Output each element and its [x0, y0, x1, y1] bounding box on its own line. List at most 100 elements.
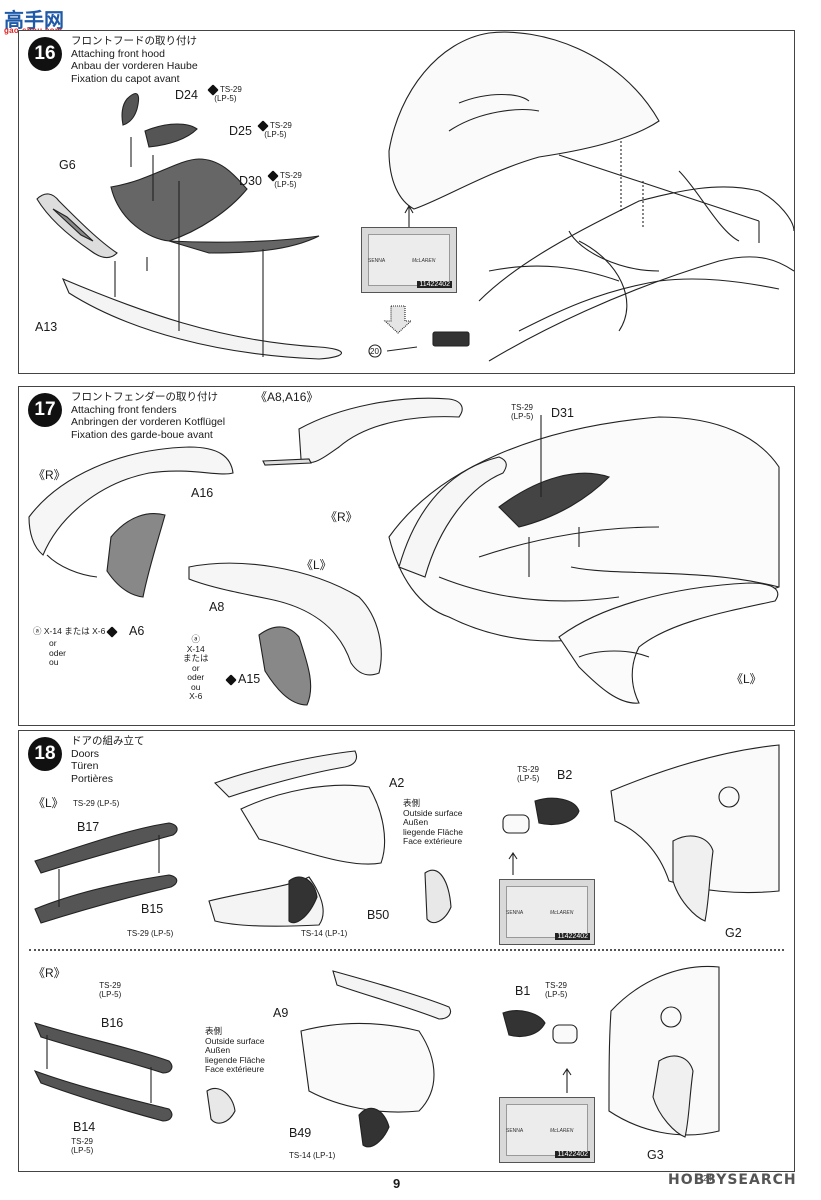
sprue-reference: 《A8,A16》 [255, 390, 319, 404]
paint-d31: TS-29(LP-5) [511, 403, 534, 421]
part-a2-shape [240, 784, 386, 865]
paint-dot-icon [225, 674, 237, 686]
outside-surface-note: 表側 Outside surface Außen liegende Fläche… [403, 798, 464, 846]
paint-b16: TS-29(LP-5) [99, 981, 122, 999]
decal-sheet: SENNA McLAREN 11422402 [361, 227, 457, 293]
decal-sheet-r: SENNA McLAREN 11422402 [499, 1097, 595, 1163]
part-b1-shape [502, 1010, 546, 1038]
label-a13: A13 [35, 320, 58, 334]
label-b1: B1 [515, 984, 531, 998]
step-title: フロントフードの取り付け Attaching front hood Anbau … [71, 35, 198, 85]
part-a6-shape [106, 513, 166, 598]
label-b15: B15 [141, 902, 164, 916]
label-d31: D31 [551, 406, 574, 420]
paint-b49: TS-14 (LP-1) [289, 1151, 336, 1160]
ref-step-20: 20 [370, 347, 379, 356]
label-g3: G3 [647, 1148, 664, 1162]
paint-d30: TS-29(LP-5) [267, 170, 302, 189]
label-b49: B49 [289, 1126, 312, 1140]
footer-code: 24 [703, 1174, 712, 1183]
step-16-illustration [36, 31, 794, 362]
step-18-panel: 18 ドアの組み立て Doors Türen Portières [18, 730, 795, 1172]
step-17-illustration [28, 397, 780, 706]
title-german: Anbau der vorderen Haube [71, 60, 198, 72]
title-german: Anbringen der vorderen Kotflügel [71, 416, 226, 428]
title-french: Fixation des garde-boue avant [71, 428, 213, 441]
title-english: Attaching front fenders [71, 403, 177, 416]
or-block-a6: or oder ou [49, 638, 67, 667]
label-a15: A15 [225, 673, 260, 686]
part-a13-shape [61, 277, 342, 360]
label-b50: B50 [367, 908, 390, 922]
label-b14: B14 [73, 1120, 96, 1134]
side-label-right-car: 《R》 [325, 510, 358, 524]
label-b16: B16 [101, 1016, 124, 1030]
step-18-illustration [33, 744, 780, 1148]
step-number-badge: 16 [28, 37, 62, 71]
paint-a15: ⓐ X-14 または or oder ou X-6 [183, 634, 209, 701]
paint-d25: TS-29(LP-5) [257, 120, 292, 139]
paint-d24: TS-29(LP-5) [207, 84, 242, 103]
page-number: 9 [393, 1176, 401, 1191]
part-b15-shape [34, 874, 178, 924]
step-16-panel: 16 フロントフードの取り付け Attaching front hood Anb… [18, 30, 795, 374]
label-a6: A6 [129, 624, 145, 638]
hobbysearch-logo: HOBBYSEARCH [668, 1172, 797, 1188]
decal-brand-senna: SENNA [368, 258, 386, 264]
label-g2: G2 [725, 926, 742, 940]
part-b2-shape [534, 797, 580, 826]
title-english: Doors [71, 747, 100, 760]
watermark-brand: 高手网 [4, 8, 64, 32]
step-title: フロントフェンダーの取り付け Attaching front fenders A… [71, 391, 225, 441]
label-d30: D30 [239, 174, 262, 188]
part-b14-shape [33, 1070, 173, 1122]
label-d25: D25 [229, 124, 252, 138]
label-a8: A8 [209, 600, 225, 614]
side-label-left-car: 《L》 [731, 672, 762, 686]
label-d24: D24 [175, 88, 198, 102]
section-divider [29, 949, 784, 951]
title-french: Portières [71, 772, 114, 785]
label-a16: A16 [191, 486, 214, 500]
outside-surface-note-r: 表側 Outside surface Außen liegende Fläche… [205, 1026, 266, 1074]
part-a16-shape [28, 446, 234, 556]
title-german: Türen [71, 760, 99, 772]
title-japanese: ドアの組み立て [71, 735, 145, 747]
paint-a6: ⓐ X-14 または X-6 [33, 626, 119, 638]
paint-dot-icon [106, 626, 118, 638]
title-japanese: フロントフェンダーの取り付け [71, 391, 218, 403]
label-a2: A2 [389, 776, 405, 790]
part-g3-shape [608, 965, 720, 1136]
paint-b1: TS-29(LP-5) [545, 981, 568, 999]
part-d31-shape [498, 472, 611, 528]
paint-b14: TS-29(LP-5) [71, 1137, 94, 1155]
title-english: Attaching front hood [71, 47, 165, 60]
part-a8-shape [188, 562, 382, 676]
part-d25-shape [144, 123, 198, 148]
label-a9: A9 [273, 1006, 289, 1020]
part-a9-shape [300, 1023, 435, 1113]
paint-b2: TS-29(LP-5) [517, 765, 540, 783]
paint-b50: TS-14 (LP-1) [301, 929, 348, 938]
side-label-right: 《R》 [33, 468, 66, 482]
part-b16-shape [34, 1022, 173, 1074]
title-french: Fixation du capot avant [71, 72, 180, 85]
part-d24-shape [121, 93, 140, 126]
part-b17-shape [34, 822, 178, 874]
step-number-badge: 18 [28, 737, 62, 771]
decal-sheet-l: SENNA McLAREN 11422402 [499, 879, 595, 945]
part-g2-shape [610, 744, 780, 894]
part-b49-shape [358, 1107, 390, 1148]
label-b2: B2 [557, 768, 573, 782]
part-a15-shape [258, 626, 312, 706]
side-label-left: 《L》 [301, 558, 332, 572]
paint-b17: TS-29 (LP-5) [73, 799, 120, 808]
decal-brand-mclaren: McLAREN [412, 258, 436, 264]
label-g6: G6 [59, 158, 76, 172]
title-japanese: フロントフードの取り付け [71, 35, 197, 47]
step-number-badge: 17 [28, 393, 62, 427]
side-label-left: 《L》 [33, 796, 64, 810]
front-hood-shape [388, 31, 660, 210]
step-17-panel: 17 フロントフェンダーの取り付け Attaching front fender… [18, 386, 795, 726]
paint-b15: TS-29 (LP-5) [127, 929, 174, 938]
